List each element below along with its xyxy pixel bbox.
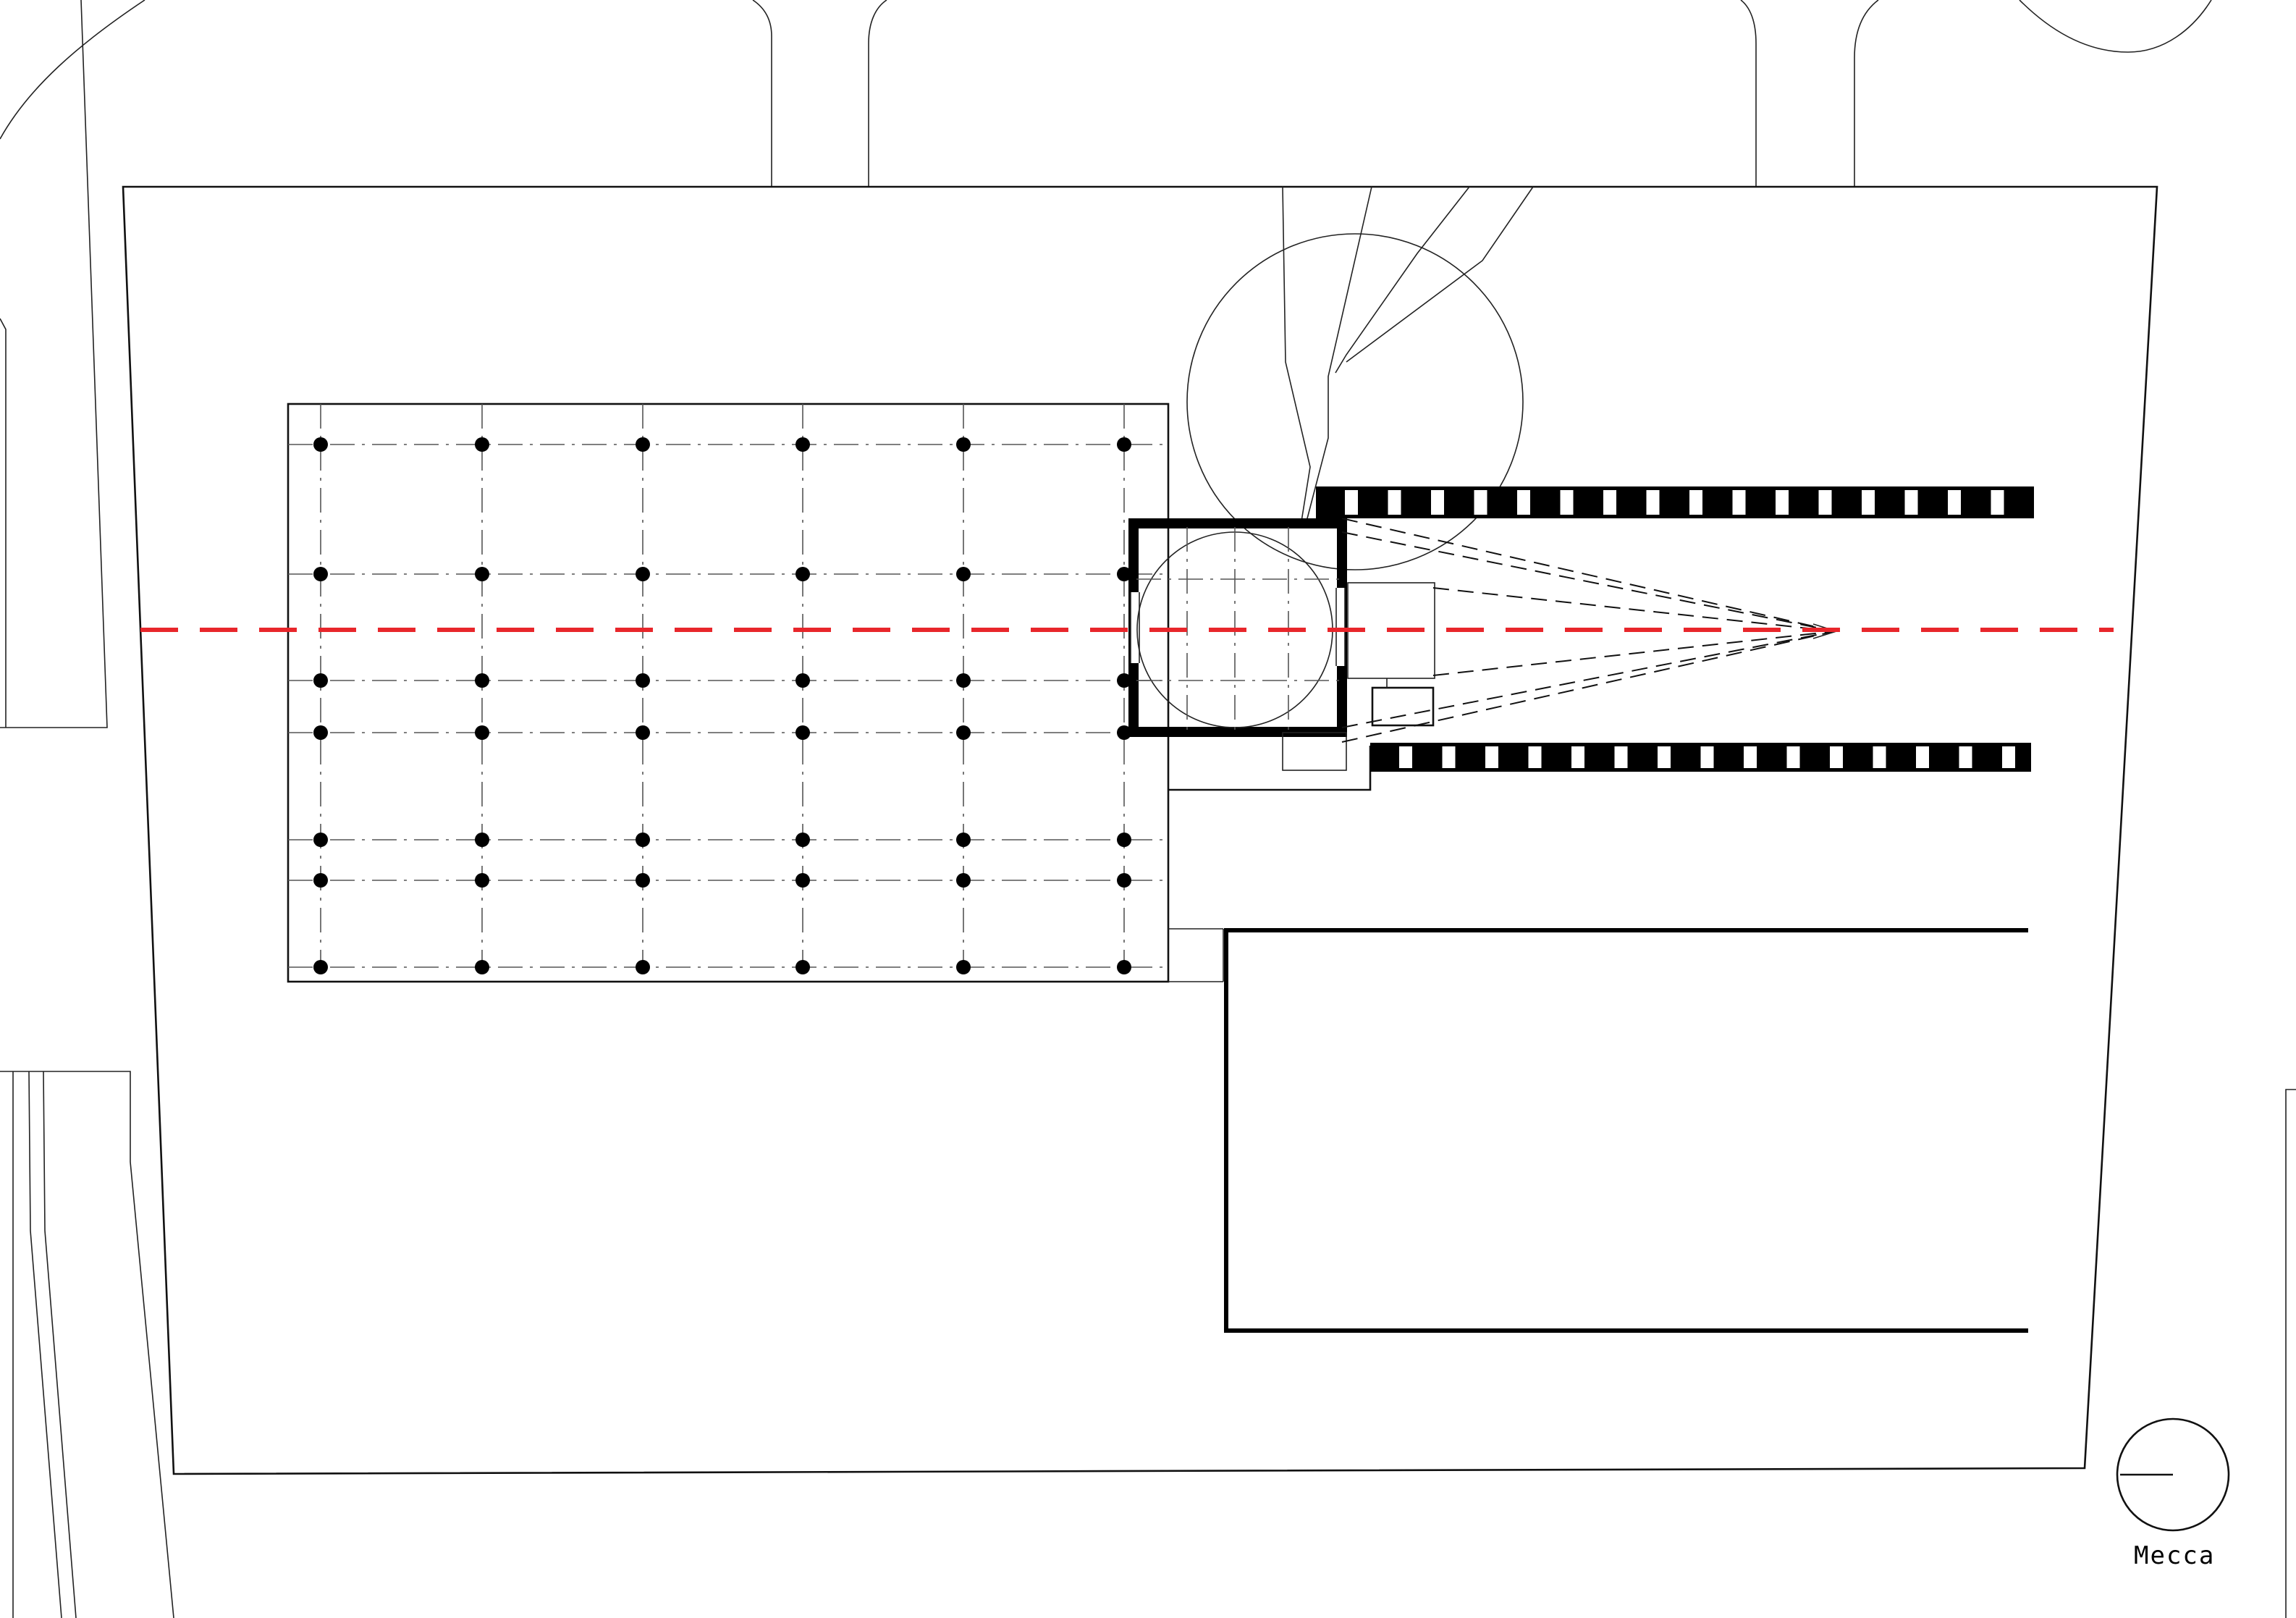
column-dot xyxy=(1117,725,1131,740)
colonnade-gap xyxy=(1388,490,1401,515)
colonnade-gap xyxy=(1786,746,1800,768)
tree-canopy xyxy=(1186,233,1524,570)
colonnade-gap xyxy=(1614,746,1628,768)
colonnade-gap xyxy=(1571,746,1584,768)
colonnade-gap xyxy=(1474,490,1487,515)
column-dot xyxy=(1117,673,1131,688)
colonnade-gap xyxy=(1904,490,1918,515)
column-dot xyxy=(313,437,328,452)
column-dot xyxy=(1117,437,1131,452)
compass-label: Mecca xyxy=(2134,1541,2215,1570)
column-dot xyxy=(475,437,489,452)
column-dot xyxy=(313,567,328,581)
colonnade-gap xyxy=(1959,746,1972,768)
column-dot xyxy=(1117,567,1131,581)
column-dot xyxy=(956,567,971,581)
column-dot xyxy=(956,437,971,452)
colonnade-gap xyxy=(1442,746,1456,768)
annex-rooms xyxy=(1168,582,1435,982)
colonnade-gap xyxy=(1732,490,1746,515)
colonnade-gap xyxy=(1399,746,1412,768)
column-dot xyxy=(956,873,971,888)
colonnade-gap xyxy=(2002,746,2015,768)
colonnade-gap xyxy=(1916,746,1929,768)
column-dot xyxy=(636,567,650,581)
column-dot xyxy=(636,437,650,452)
column-dot xyxy=(475,960,489,974)
colonnade-gap xyxy=(1689,490,1702,515)
column-dot xyxy=(1117,833,1131,847)
column-dot xyxy=(636,725,650,740)
column-grid-lines xyxy=(288,404,1168,982)
column-dot xyxy=(636,960,650,974)
column-dot xyxy=(956,673,971,688)
colonnade-top xyxy=(1316,486,2034,518)
colonnade-gap xyxy=(1776,490,1789,515)
sight-lines xyxy=(1341,518,1839,743)
column-dot xyxy=(636,673,650,688)
colonnade-gap xyxy=(1560,490,1574,515)
column-dot xyxy=(1117,873,1131,888)
column-dot xyxy=(313,673,328,688)
colonnade-gap xyxy=(1700,746,1714,768)
colonnade-gap xyxy=(1528,746,1542,768)
colonnade-bar xyxy=(1316,486,2034,518)
column-dot xyxy=(313,960,328,974)
colonnade-gap xyxy=(1744,746,1757,768)
column-dot xyxy=(956,833,971,847)
colonnade-gap xyxy=(1991,490,2004,515)
colonnade-gap xyxy=(1485,746,1498,768)
colonnade-gap xyxy=(1818,490,1832,515)
path-lines xyxy=(1282,186,1534,522)
column-dot xyxy=(636,833,650,847)
column-dot xyxy=(956,960,971,974)
column-dot xyxy=(1117,960,1131,974)
colonnade-gap xyxy=(1345,490,1358,515)
column-dot xyxy=(795,833,810,847)
colonnade-gap xyxy=(1862,490,1875,515)
colonnade-gap xyxy=(1646,490,1660,515)
column-dot xyxy=(795,960,810,974)
colonnade-bottom xyxy=(1370,743,2031,772)
column-dot xyxy=(313,725,328,740)
column-dot xyxy=(636,873,650,888)
column-dot xyxy=(475,725,489,740)
column-dot xyxy=(956,725,971,740)
column-dot xyxy=(313,833,328,847)
colonnade-gap xyxy=(1830,746,1843,768)
qibla-compass-icon xyxy=(2116,1417,2230,1532)
colonnade-gap xyxy=(1948,490,1961,515)
column-dot xyxy=(475,873,489,888)
column-dot xyxy=(475,567,489,581)
column-dot xyxy=(795,673,810,688)
column-dot xyxy=(795,437,810,452)
site-boundary xyxy=(122,185,2158,1475)
courtyard-wall xyxy=(1224,928,2028,1333)
hall-outline xyxy=(287,403,1170,983)
colonnade-gap xyxy=(1603,490,1616,515)
column-dot xyxy=(795,567,810,581)
column-dot xyxy=(475,833,489,847)
colonnade-gap xyxy=(1517,490,1530,515)
column-dot xyxy=(313,873,328,888)
column-dot xyxy=(475,673,489,688)
column-dot xyxy=(795,873,810,888)
colonnade-gap xyxy=(1658,746,1671,768)
colonnade-gap xyxy=(1873,746,1886,768)
colonnade-gap xyxy=(1431,490,1444,515)
column-dot xyxy=(795,725,810,740)
column-grid-dots xyxy=(313,437,1131,974)
